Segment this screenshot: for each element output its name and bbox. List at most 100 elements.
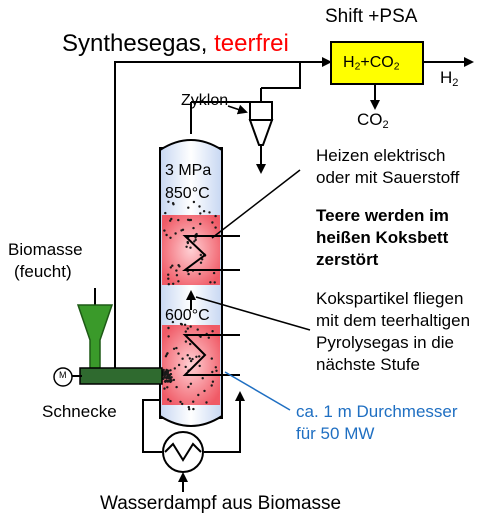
coke-particle	[175, 269, 178, 272]
upper-temperature-label: 850°C	[165, 185, 210, 202]
coke-particle	[164, 355, 168, 358]
coke-particle	[166, 370, 170, 373]
coke-particle	[167, 283, 170, 286]
coke-particle	[210, 384, 213, 387]
coke-particle	[187, 206, 190, 209]
coke-particle	[195, 232, 198, 236]
coke-particle	[211, 370, 214, 374]
coke-particle	[171, 320, 175, 324]
coke-particle	[199, 212, 202, 215]
coke-particle	[198, 272, 201, 276]
coke-particle	[171, 202, 175, 205]
coke-particle	[177, 352, 180, 355]
coke-particle	[205, 401, 208, 404]
coke-particle	[167, 273, 170, 276]
coke-particle	[163, 387, 166, 390]
coke-particle	[180, 229, 183, 232]
koks-label-4: nächste Stufe	[316, 355, 420, 374]
coke-particle	[195, 355, 198, 358]
coke-particle	[184, 340, 188, 343]
coke-particle	[192, 226, 195, 230]
shift-box-h-sub: 2	[354, 61, 361, 73]
lower-coke-bed	[162, 325, 220, 405]
cyclone	[248, 87, 274, 174]
diameter-label-2: für 50 MW	[296, 424, 375, 443]
coke-particle	[189, 382, 193, 385]
coke-particle	[188, 408, 191, 411]
coke-particle	[202, 210, 206, 213]
coke-particle	[181, 402, 184, 406]
coke-particle	[163, 375, 166, 378]
coke-particle	[169, 399, 172, 403]
zyklon-arrow	[227, 104, 248, 115]
h2-output-label: H2	[440, 68, 458, 90]
coke-particle	[192, 400, 195, 403]
coke-particle	[166, 379, 169, 383]
coke-particle	[177, 218, 180, 222]
coke-particle	[215, 369, 218, 372]
coke-particle	[214, 366, 217, 369]
coke-particle	[214, 226, 217, 229]
coke-particle	[167, 277, 170, 280]
biomass-label-2: (feucht)	[14, 262, 72, 281]
coke-particle	[208, 211, 211, 214]
upper-coke-bed	[162, 215, 220, 285]
tar-label-2: heißen Koksbett	[316, 228, 449, 247]
coke-particle	[175, 274, 179, 277]
coke-particle	[193, 240, 196, 243]
heating-label-2: oder mit Sauerstoff	[316, 168, 460, 187]
coke-particle	[166, 386, 169, 389]
coke-particle	[167, 200, 170, 203]
coke-particle	[163, 380, 167, 383]
coke-particle	[209, 281, 212, 284]
coke-particle	[171, 264, 174, 267]
coke-particle	[172, 378, 176, 382]
syngas-prefix: Synthesegas,	[62, 30, 208, 57]
coke-particle	[163, 229, 166, 232]
coke-particle	[189, 325, 192, 328]
co2-output-label: CO2	[357, 110, 389, 132]
shift-box-h: H	[343, 54, 355, 71]
coke-particle	[187, 272, 190, 276]
coke-particle	[167, 377, 170, 380]
coke-particle	[192, 407, 195, 411]
coke-particle	[196, 328, 199, 331]
coke-particle	[188, 218, 191, 222]
coke-particle	[211, 221, 214, 224]
coke-particle	[167, 373, 170, 376]
diameter-label-1: ca. 1 m Durchmesser	[296, 402, 458, 421]
coke-particle	[175, 346, 178, 350]
heating-label-1: Heizen elektrisch	[316, 146, 446, 165]
coke-particle	[169, 369, 172, 372]
motor-icon	[53, 367, 73, 387]
coke-particle	[175, 385, 178, 389]
coke-particle	[192, 200, 196, 204]
coke-particle	[169, 266, 172, 269]
coke-particle	[188, 357, 191, 360]
coke-particle	[177, 363, 181, 367]
coke-particle	[186, 327, 189, 330]
coke-particle	[172, 282, 175, 285]
leader-heating	[211, 169, 301, 239]
h2-output-text: H	[440, 68, 453, 87]
leader-diameter	[224, 371, 291, 411]
shift-box-label: H2+CO2	[343, 53, 399, 74]
coke-particle	[169, 236, 172, 239]
auger	[79, 367, 163, 385]
biomass-funnel	[76, 304, 114, 371]
coke-particle	[177, 280, 180, 283]
coke-particle	[211, 330, 214, 333]
coke-particle	[199, 261, 203, 264]
tar-label-1: Teere werden im	[316, 206, 449, 225]
steam-label: Wasserdampf aus Biomasse	[100, 493, 342, 514]
coke-particle	[187, 385, 190, 389]
coke-particle	[184, 365, 187, 369]
coke-particle	[187, 405, 190, 409]
coke-particle	[170, 217, 173, 221]
shift-box-co-sub: 2	[393, 61, 400, 73]
coke-particle	[201, 377, 204, 380]
coke-particle	[177, 264, 180, 267]
coke-particle	[194, 238, 197, 242]
coke-particle	[169, 219, 172, 222]
coke-particle	[167, 335, 170, 338]
